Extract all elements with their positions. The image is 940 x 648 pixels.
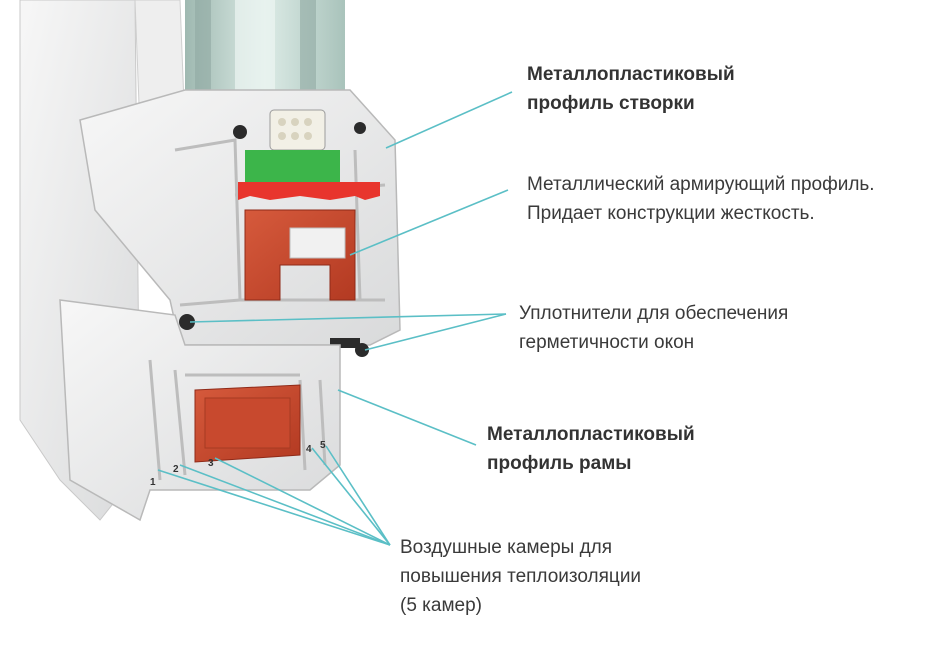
leader-chamber-5 xyxy=(325,445,391,546)
leader-chamber-4 xyxy=(311,447,391,546)
leader-lines xyxy=(157,91,513,546)
chamber-numbers: 1 2 3 4 5 xyxy=(150,440,326,488)
label-seals: Уплотнители для обеспечения герметичност… xyxy=(519,303,789,353)
label-frame-profile: Металлопластиковый профиль рамы xyxy=(487,424,695,474)
leader-chamber-3 xyxy=(214,457,391,546)
label-sash-profile: Металлопластиковый профиль створки xyxy=(527,64,735,114)
leader-chamber-1 xyxy=(157,469,391,546)
leader-sash-profile xyxy=(385,91,513,149)
chamber-number: 4 xyxy=(306,444,312,455)
chamber-number: 5 xyxy=(320,440,326,451)
leader-seal-1 xyxy=(189,313,507,323)
frame-chamber-walls xyxy=(148,359,327,481)
leader-frame-profile xyxy=(337,389,477,446)
leader-reinforcement xyxy=(349,189,509,256)
leader-chamber-2 xyxy=(179,464,391,546)
rubber-seals xyxy=(179,122,369,357)
gasket-green xyxy=(245,150,340,182)
window-profile-illustration: 1 2 3 4 5 xyxy=(19,0,401,522)
spacer-insulation xyxy=(269,109,326,151)
label-reinforcement: Металлический армирующий профиль. Придае… xyxy=(527,174,875,224)
label-air-chambers: Воздушные камеры для повышения теплоизол… xyxy=(400,537,642,616)
glass-unit xyxy=(185,0,345,102)
chamber-number: 2 xyxy=(173,464,179,475)
chamber-number: 1 xyxy=(150,477,156,488)
gasket-red xyxy=(238,182,380,200)
leader-seal-2 xyxy=(364,313,507,351)
chamber-number: 3 xyxy=(208,458,214,469)
